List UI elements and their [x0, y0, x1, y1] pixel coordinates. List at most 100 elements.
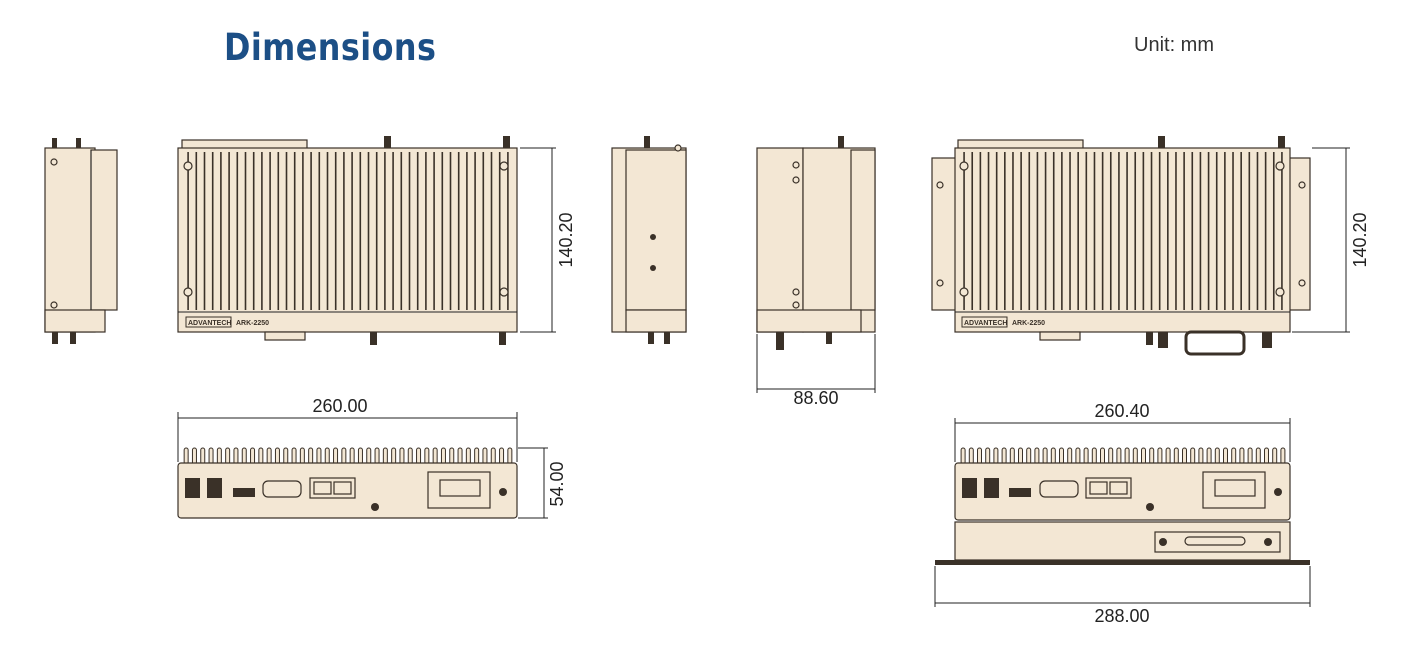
- fin: [252, 152, 255, 310]
- fin: [1026, 447, 1032, 465]
- fin: [366, 447, 372, 465]
- fin: [1069, 152, 1071, 310]
- fin: [1223, 447, 1228, 465]
- fin: [474, 447, 480, 465]
- fin: [1093, 152, 1096, 310]
- fin: [416, 447, 422, 465]
- fin: [1157, 447, 1163, 465]
- fin: [283, 447, 289, 465]
- fin: [1183, 152, 1185, 310]
- fin: [299, 447, 305, 465]
- fin: [1118, 152, 1120, 310]
- fin: [225, 447, 231, 465]
- fin: [1272, 447, 1278, 465]
- fin: [449, 152, 452, 310]
- fin: [183, 447, 189, 465]
- fin: [1036, 152, 1039, 310]
- fin: [1085, 152, 1088, 310]
- fin: [1199, 152, 1202, 310]
- fin: [392, 152, 394, 310]
- fin: [1109, 152, 1112, 310]
- fin: [1044, 152, 1047, 310]
- fin: [1232, 152, 1234, 310]
- front-view: ADVANTECH ARK-2250 140.20: [177, 136, 576, 345]
- fin: [333, 447, 339, 465]
- fin: [1134, 152, 1137, 310]
- fin: [507, 447, 513, 465]
- fin: [466, 152, 468, 310]
- dimension-bracket-overall-width: 288.00: [1094, 606, 1149, 626]
- fin: [977, 447, 982, 465]
- fin: [1214, 447, 1220, 465]
- fin: [250, 447, 256, 465]
- svg-text:ADVANTECH: ADVANTECH: [188, 320, 231, 327]
- fin: [507, 152, 509, 310]
- fin: [1075, 447, 1081, 465]
- fin: [498, 152, 501, 310]
- bracket-front-view: ADVANTECH ARK-2250 140.20: [931, 136, 1370, 356]
- fin: [1198, 447, 1204, 465]
- fin: [449, 447, 455, 465]
- advantech-logo: [961, 316, 1008, 328]
- fin: [490, 447, 496, 465]
- fin: [1239, 447, 1245, 465]
- fin: [1215, 152, 1218, 310]
- handle: [1184, 330, 1246, 356]
- dimension-bracket-rear-width: 260.40: [1094, 401, 1149, 421]
- fin: [1101, 152, 1104, 310]
- bracket-rear-view: 260.40 288.00: [934, 401, 1311, 626]
- fin: [1256, 152, 1259, 310]
- fin: [203, 152, 206, 310]
- unit-label: Unit: mm: [1134, 34, 1214, 56]
- fin: [208, 447, 214, 465]
- fin: [963, 152, 965, 310]
- bracket-side-view: 88.60: [756, 136, 876, 408]
- advantech-logo: [185, 316, 232, 328]
- left-side-view: [44, 138, 118, 344]
- fin: [1034, 447, 1040, 465]
- fin: [1142, 152, 1145, 310]
- fin: [987, 152, 990, 310]
- fin: [1255, 447, 1261, 465]
- dimension-bracket-front-height: 140.20: [1350, 212, 1370, 267]
- fin: [441, 152, 444, 310]
- fin: [960, 447, 966, 465]
- fin: [465, 447, 471, 465]
- fin: [993, 447, 999, 465]
- fin: [440, 447, 446, 465]
- fin: [1182, 447, 1187, 465]
- fin: [269, 152, 271, 310]
- fin: [1165, 447, 1171, 465]
- fin: [324, 447, 330, 465]
- svg-text:ARK-2250: ARK-2250: [1012, 320, 1045, 327]
- fin: [995, 152, 998, 310]
- heatsink-fins: [183, 447, 513, 465]
- fin: [1100, 447, 1105, 465]
- fin: [490, 152, 493, 310]
- fin: [1280, 447, 1286, 465]
- dimension-front-height: 140.20: [556, 212, 576, 267]
- fin: [258, 447, 264, 465]
- fin: [416, 152, 419, 310]
- fin: [1248, 152, 1251, 310]
- dimension-rear-width: 260.00: [312, 396, 367, 416]
- page-title: Dimensions: [224, 26, 437, 69]
- fin: [1167, 152, 1169, 310]
- fin: [310, 152, 312, 310]
- fin: [266, 447, 272, 465]
- fin: [1091, 447, 1097, 465]
- fin: [341, 447, 347, 465]
- fin: [1207, 152, 1210, 310]
- heatsink-fins: [960, 447, 1286, 465]
- fin: [220, 152, 222, 310]
- fin: [187, 152, 189, 310]
- fin: [233, 447, 239, 465]
- fin: [334, 152, 337, 310]
- fin: [1061, 152, 1063, 310]
- fin: [236, 152, 239, 310]
- fin: [261, 152, 263, 310]
- fin: [244, 152, 247, 310]
- fin: [1175, 152, 1177, 310]
- svg-text:ARK-2250: ARK-2250: [236, 320, 269, 327]
- fin: [1224, 152, 1226, 310]
